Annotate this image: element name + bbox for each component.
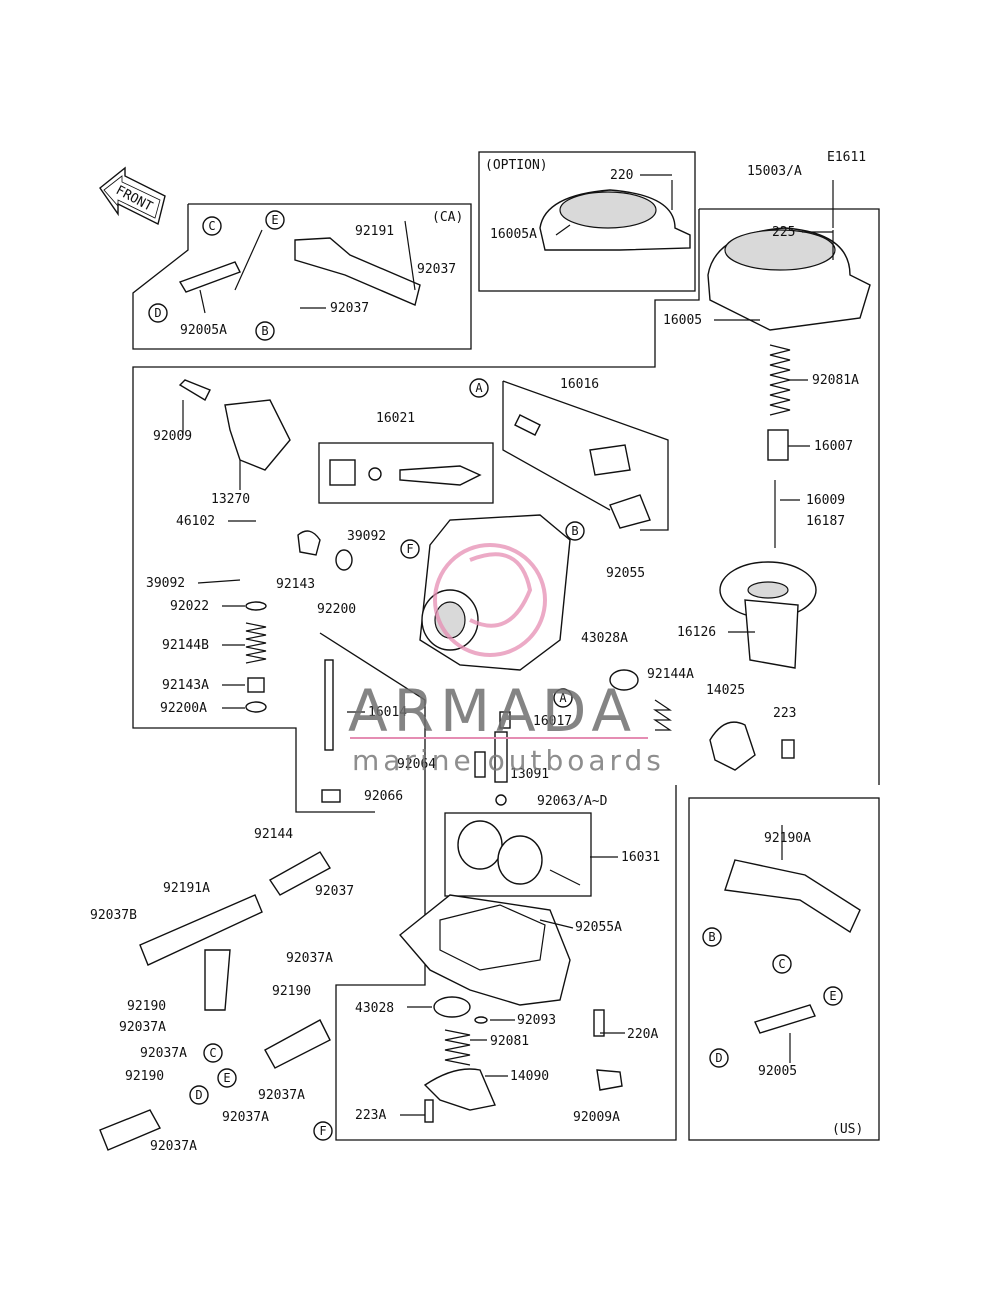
callout-e: E bbox=[829, 989, 836, 1003]
part-label: 16016 bbox=[560, 377, 599, 392]
brand-logo bbox=[433, 543, 547, 657]
part-label: 220 bbox=[610, 168, 633, 183]
part-label: 92037 bbox=[417, 262, 456, 277]
callout-c: C bbox=[208, 219, 215, 233]
callout-a: A bbox=[475, 381, 483, 395]
part-label: 16009 bbox=[806, 493, 845, 508]
callout-e: E bbox=[223, 1071, 230, 1085]
part-label: 92191A bbox=[163, 881, 210, 896]
part-label: 220A bbox=[627, 1027, 658, 1042]
box-label-ca: (CA) bbox=[432, 210, 463, 225]
letter-callouts: C E D B A B F A C E D F B C E D bbox=[148, 210, 843, 1141]
part-label: 92200A bbox=[160, 701, 207, 716]
part-label: 92005 bbox=[758, 1064, 797, 1079]
watermark: ARMADA marine outboards bbox=[348, 677, 665, 777]
part-label: 92063/A~D bbox=[537, 794, 608, 809]
callout-a: A bbox=[559, 691, 567, 705]
box-label-us: (US) bbox=[832, 1122, 863, 1137]
part-label: 223A bbox=[355, 1108, 386, 1123]
part-label: 92037A bbox=[222, 1110, 269, 1125]
callout-d: D bbox=[715, 1051, 722, 1065]
part-label: 92190 bbox=[125, 1069, 164, 1084]
part-label: 16187 bbox=[806, 514, 845, 529]
part-label: 92200 bbox=[317, 602, 356, 617]
part-label: 92144 bbox=[254, 827, 293, 842]
part-label: 92037A bbox=[150, 1139, 197, 1154]
part-labels: 220 15003/A 16005A 225 16005 92191 92037… bbox=[90, 164, 859, 1154]
part-label: 92081 bbox=[490, 1034, 529, 1049]
callout-f: F bbox=[319, 1124, 326, 1138]
part-illustrations bbox=[99, 180, 871, 1151]
callout-c: C bbox=[209, 1046, 216, 1060]
callout-d: D bbox=[154, 306, 161, 320]
part-label: 92037 bbox=[330, 301, 369, 316]
part-label: 92064 bbox=[397, 757, 436, 772]
part-label: 92009 bbox=[153, 429, 192, 444]
part-label: 14090 bbox=[510, 1069, 549, 1084]
part-label: 92143A bbox=[162, 678, 209, 693]
part-label: 16005 bbox=[663, 313, 702, 328]
part-label: 14025 bbox=[706, 683, 745, 698]
part-label: 223 bbox=[773, 706, 796, 721]
part-label: 39092 bbox=[146, 576, 185, 591]
watermark-brand: ARMADA bbox=[348, 677, 637, 745]
part-label: 92190A bbox=[764, 831, 811, 846]
part-label: 16014 bbox=[368, 705, 407, 720]
part-label: 92066 bbox=[364, 789, 403, 804]
callout-b: B bbox=[571, 524, 578, 538]
part-label: 92037A bbox=[119, 1020, 166, 1035]
part-label: 92144B bbox=[162, 638, 209, 653]
part-label: 16007 bbox=[814, 439, 853, 454]
part-label: 92022 bbox=[170, 599, 209, 614]
leader-lines bbox=[182, 174, 834, 1116]
callout-d: D bbox=[195, 1088, 202, 1102]
part-label: 92037A bbox=[286, 951, 333, 966]
part-label: 16126 bbox=[677, 625, 716, 640]
part-label: 92037A bbox=[140, 1046, 187, 1061]
callout-b: B bbox=[708, 930, 715, 944]
part-label: 92191 bbox=[355, 224, 394, 239]
part-label: 16017 bbox=[533, 714, 572, 729]
part-label: 92037 bbox=[315, 884, 354, 899]
callout-c: C bbox=[778, 957, 785, 971]
part-label: 225 bbox=[772, 225, 795, 240]
part-label: 16021 bbox=[376, 411, 415, 426]
part-label: 43028 bbox=[355, 1001, 394, 1016]
part-label: 16031 bbox=[621, 850, 660, 865]
callout-b: B bbox=[261, 324, 268, 338]
part-label: 39092 bbox=[347, 529, 386, 544]
part-label: 13091 bbox=[510, 767, 549, 782]
part-label: 13270 bbox=[211, 492, 250, 507]
part-label: 92055 bbox=[606, 566, 645, 581]
front-arrow-icon: FRONT bbox=[99, 166, 166, 226]
diagram-code: E1611 bbox=[827, 150, 866, 165]
part-label: 92055A bbox=[575, 920, 622, 935]
part-label: 92037B bbox=[90, 908, 137, 923]
part-label: 92144A bbox=[647, 667, 694, 682]
part-label: 46102 bbox=[176, 514, 215, 529]
part-label: 92037A bbox=[258, 1088, 305, 1103]
callout-e: E bbox=[271, 213, 278, 227]
part-label: 92093 bbox=[517, 1013, 556, 1028]
watermark-tagline: marine outboards bbox=[352, 744, 665, 777]
part-label: 92190 bbox=[127, 999, 166, 1014]
part-label: 92143 bbox=[276, 577, 315, 592]
part-label: 16005A bbox=[490, 227, 537, 242]
box-label-option: (OPTION) bbox=[485, 158, 548, 173]
part-label: 43028A bbox=[581, 631, 628, 646]
part-label: 92009A bbox=[573, 1110, 620, 1125]
part-label: 92081A bbox=[812, 373, 859, 388]
part-label: 15003/A bbox=[747, 164, 802, 179]
callout-f: F bbox=[406, 542, 413, 556]
part-label: 92005A bbox=[180, 323, 227, 338]
part-label: 92190 bbox=[272, 984, 311, 999]
